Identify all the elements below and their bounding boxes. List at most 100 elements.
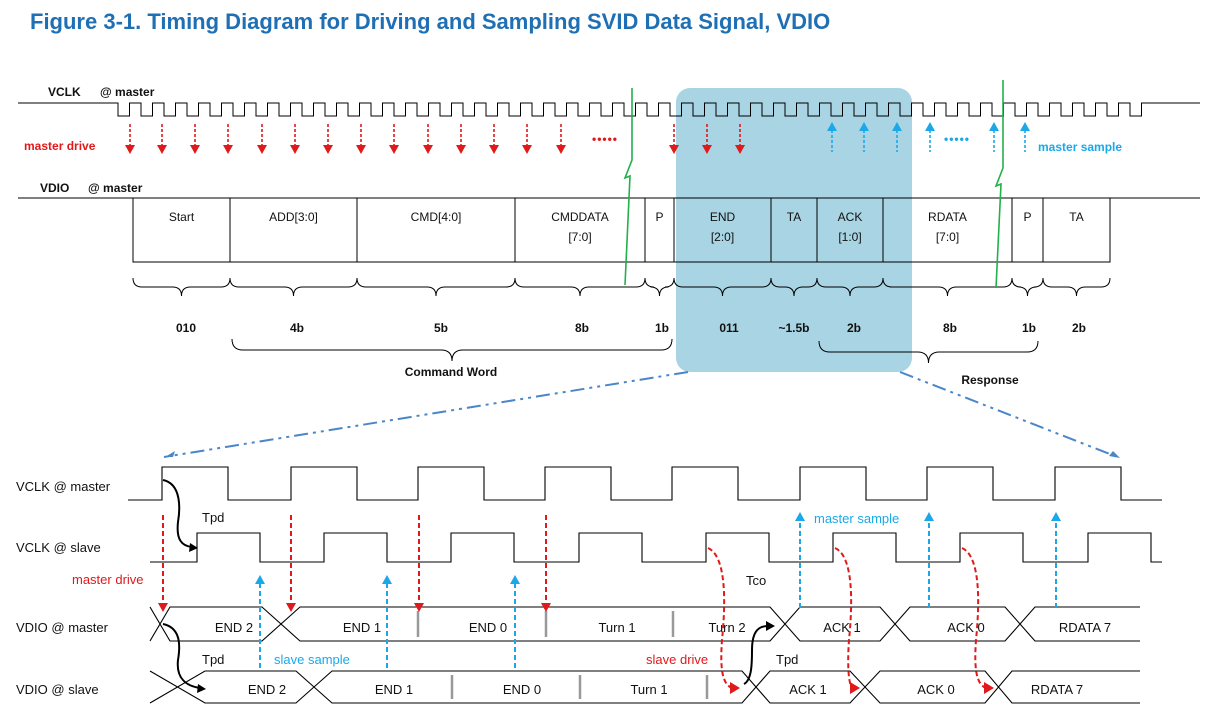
drive-arrowhead — [290, 145, 300, 154]
bottom-timing-arrows — [158, 479, 1061, 694]
sample-arrowhead — [892, 122, 902, 131]
tpd-clock-curve-head — [189, 543, 198, 552]
response-brace — [818, 340, 1039, 364]
green-break-marker-left — [623, 88, 633, 286]
bit-count-label: 2b — [1072, 321, 1086, 335]
field-box — [1011, 197, 1044, 263]
tpd-clock-curve — [162, 479, 193, 548]
slave-cell-label: ACK 0 — [917, 682, 955, 697]
drive-arrowhead — [669, 145, 679, 154]
field-brace — [770, 277, 818, 297]
zoom-highlight-box — [676, 88, 912, 372]
bottom-master-sample-label: master sample — [814, 511, 899, 526]
sample-continuation-dots: ••••• — [944, 132, 970, 146]
drive-continuation-dots: ••••• — [592, 132, 618, 146]
field-label: Start — [169, 210, 195, 224]
slave-cell-label: RDATA 7 — [1031, 682, 1083, 697]
master-cell-label: Turn 2 — [708, 620, 745, 635]
slave-cell-label: END 2 — [248, 682, 286, 697]
tpd-ack-curve-head — [766, 621, 775, 631]
master-drive-arrow-head — [414, 603, 424, 612]
slave-drive-arrow-head — [730, 682, 740, 694]
master-cell-label: ACK 0 — [947, 620, 985, 635]
slave-drive-arrow — [961, 547, 987, 689]
slave-sample-arrow-head — [510, 575, 520, 584]
drive-arrowhead — [489, 145, 499, 154]
top-vclk-waveform — [18, 102, 1200, 117]
field-box — [1042, 197, 1111, 263]
sample-arrowhead — [1020, 122, 1030, 131]
top-master-drive-label: master drive — [24, 139, 96, 153]
slave-drive-arrow-head — [850, 682, 860, 694]
field-brace — [882, 277, 1013, 297]
drive-arrowhead — [702, 145, 712, 154]
vclk-slave-trace — [150, 532, 1162, 563]
signal-vdio-master: VDIO @ master — [16, 620, 109, 635]
field-box — [229, 197, 358, 263]
field-brace — [514, 277, 646, 297]
field-brace — [1011, 277, 1044, 297]
field-sublabel: [1:0] — [838, 230, 861, 244]
slave-sample-label: slave sample — [274, 652, 350, 667]
signal-vclk-slave: VCLK @ slave — [16, 540, 101, 555]
drive-arrowhead — [356, 145, 366, 154]
drive-arrowhead — [556, 145, 566, 154]
top-drive-sample-arrows — [125, 122, 1030, 154]
top-vclk-at: @ master — [100, 85, 155, 99]
master-cell-label: ACK 1 — [823, 620, 861, 635]
master-cell-label: END 1 — [343, 620, 381, 635]
field-brace — [356, 277, 516, 297]
drive-arrowhead — [323, 145, 333, 154]
drive-arrowhead — [389, 145, 399, 154]
slave-cell-label: ACK 1 — [789, 682, 827, 697]
zoom-line-left — [163, 371, 689, 458]
slave-drive-arrow-head — [984, 682, 994, 694]
slave-drive-label: slave drive — [646, 652, 708, 667]
field-brace — [132, 277, 231, 297]
bottom-master-drive-label: master drive — [72, 572, 144, 587]
bit-count-label: 8b — [943, 321, 957, 335]
top-vdio-at: @ master — [88, 181, 143, 195]
master-drive-arrow-head — [286, 603, 296, 612]
field-label: CMD[4:0] — [411, 210, 462, 224]
slave-sample-arrow-head — [382, 575, 392, 584]
drive-arrowhead — [522, 145, 532, 154]
top-master-sample-label: master sample — [1038, 140, 1122, 154]
slave-cell-label: END 0 — [503, 682, 541, 697]
master-drive-arrow-head — [158, 603, 168, 612]
field-brace — [1042, 277, 1111, 297]
slave-sample-arrow-head — [255, 575, 265, 584]
slave-cell-label: Turn 1 — [630, 682, 667, 697]
tpd-label-data: Tpd — [202, 652, 224, 667]
field-label: ADD[3:0] — [269, 210, 318, 224]
sample-arrowhead — [827, 122, 837, 131]
sample-arrowhead — [989, 122, 999, 131]
slave-drive-arrow — [707, 547, 733, 689]
bit-count-label: 8b — [575, 321, 589, 335]
drive-arrowhead — [257, 145, 267, 154]
master-cell-label: Turn 1 — [598, 620, 635, 635]
field-label: P — [1023, 210, 1031, 224]
master-sample-arrow-head — [795, 512, 805, 521]
field-sublabel: [2:0] — [711, 230, 734, 244]
master-sample-arrow-head — [1051, 512, 1061, 521]
bit-count-label: 1b — [1022, 321, 1036, 335]
sample-arrowhead — [925, 122, 935, 131]
command-word-label: Command Word — [405, 365, 497, 379]
vdio-slave-trace — [149, 670, 1140, 704]
bit-count-label: 1b — [655, 321, 669, 335]
drive-arrowhead — [423, 145, 433, 154]
signal-vdio-slave: VDIO @ slave — [16, 682, 99, 697]
top-vclk-label: VCLK — [48, 85, 81, 99]
drive-arrowhead — [223, 145, 233, 154]
drive-arrowhead — [157, 145, 167, 154]
field-sublabel: [7:0] — [936, 230, 959, 244]
top-vdio-label: VDIO — [40, 181, 69, 195]
field-brace — [816, 277, 884, 297]
bit-count-label: 4b — [290, 321, 304, 335]
green-break-marker-right — [994, 80, 1004, 289]
sample-arrowhead — [859, 122, 869, 131]
field-box — [356, 197, 516, 263]
